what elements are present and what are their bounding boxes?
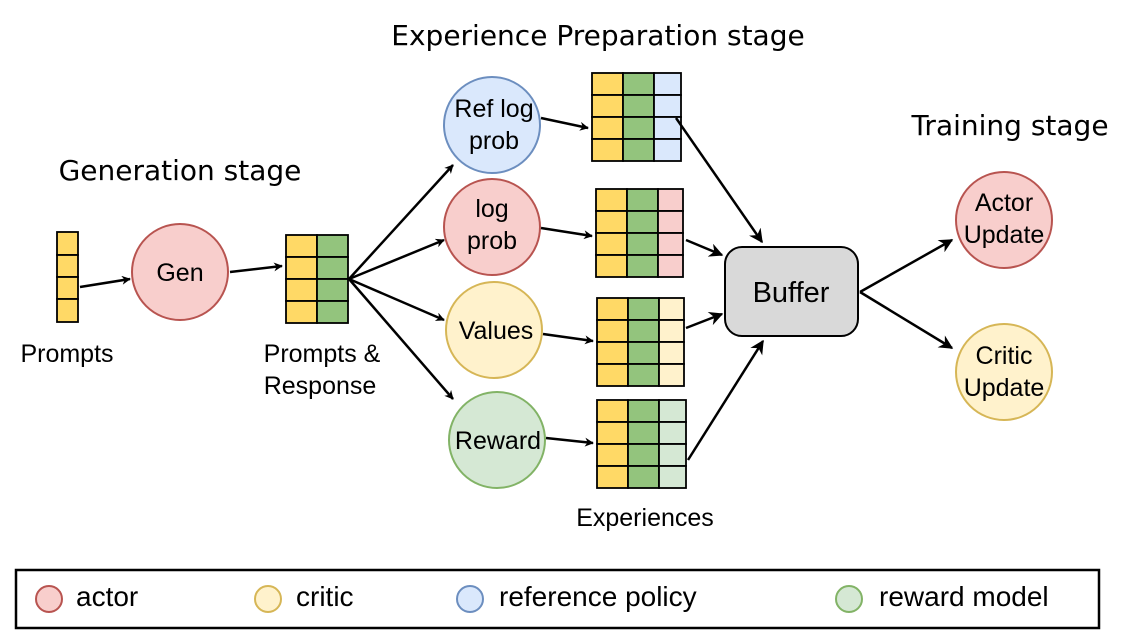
arrow-pr-to-values: [348, 277, 445, 322]
arrow-prompts-to-gen: [79, 275, 131, 289]
ref-log-prob-label-line2: prob: [469, 127, 519, 155]
legend-label-reference: reference policy: [499, 581, 697, 612]
legend-item-actor: actor: [35, 581, 138, 613]
gen-label: Gen: [156, 259, 203, 287]
arrow-values-tensor-to-buffer: [685, 312, 724, 330]
experience-tensor-logprob: [595, 188, 684, 278]
legend-label-actor: actor: [76, 581, 138, 612]
log-prob-label-line2: prob: [467, 227, 517, 255]
arrow-logprob-tensor-to-buffer: [685, 238, 724, 257]
legend-item-critic: critic: [254, 581, 354, 613]
ref-log-prob-node: Ref log prob: [443, 76, 541, 174]
legend-swatch-reward: [835, 585, 863, 613]
reward-node: Reward: [448, 391, 546, 489]
arrow-buffer-to-actor-update: [859, 238, 954, 294]
actor-update-node: Actor Update: [955, 171, 1053, 269]
arrow-logprob-to-tensor: [540, 226, 593, 240]
generation-stage-title: Generation stage: [59, 154, 302, 187]
legend-swatch-reference: [456, 585, 484, 613]
gen-node: Gen: [131, 223, 229, 321]
training-stage-title: Training stage: [910, 109, 1108, 142]
legend-swatch-critic: [254, 585, 282, 613]
buffer-label: Buffer: [753, 277, 830, 309]
ref-log-prob-label-line1: Ref log: [454, 95, 533, 123]
prompts-response-caption-line2: Response: [264, 372, 377, 400]
arrow-ref-to-tensor: [540, 116, 589, 131]
actor-update-label-line1: Actor: [975, 189, 1033, 217]
values-node: Values: [445, 281, 543, 379]
prompts-response-tensor: [285, 234, 349, 324]
legend-item-reference: reference policy: [456, 581, 697, 613]
arrow-pr-to-ref: [348, 164, 454, 280]
arrow-reward-to-tensor: [545, 436, 594, 447]
arrow-pr-to-logprob: [348, 238, 445, 281]
arrow-values-to-tensor: [542, 332, 594, 345]
experience-tensor-ref: [591, 72, 682, 162]
arrow-reward-tensor-to-buffer: [686, 339, 765, 461]
arrow-ref-tensor-to-buffer: [674, 117, 764, 244]
log-prob-node: log prob: [443, 178, 541, 276]
experiences-caption: Experiences: [576, 504, 714, 532]
arrow-pr-to-reward: [348, 278, 454, 400]
reward-label: Reward: [455, 427, 541, 455]
prompts-caption: Prompts: [20, 340, 113, 368]
legend-label-critic: critic: [296, 581, 354, 612]
legend-item-reward: reward model: [835, 581, 1049, 613]
legend-box: [14, 568, 1101, 630]
legend-swatch-actor: [35, 585, 63, 613]
experience-tensor-values: [596, 297, 685, 387]
legend: actor critic reference policy reward mod…: [14, 568, 1101, 630]
prompts-tensor: [56, 231, 79, 323]
legend-label-reward: reward model: [879, 581, 1049, 612]
arrows: [79, 116, 954, 461]
critic-update-node: Critic Update: [955, 323, 1053, 421]
prompts-response-caption-line1: Prompts &: [264, 340, 381, 368]
values-label: Values: [459, 317, 534, 345]
critic-update-label-line1: Critic: [976, 342, 1033, 370]
log-prob-label-line1: log: [475, 195, 508, 223]
actor-update-label-line2: Update: [964, 221, 1045, 249]
buffer-node: Buffer: [724, 246, 859, 337]
arrow-gen-to-prompts-response: [229, 262, 283, 274]
critic-update-label-line2: Update: [964, 374, 1045, 402]
experience-tensor-reward: [596, 399, 687, 489]
experience-stage-title: Experience Preparation stage: [391, 19, 804, 52]
arrow-buffer-to-critic-update: [859, 290, 954, 350]
